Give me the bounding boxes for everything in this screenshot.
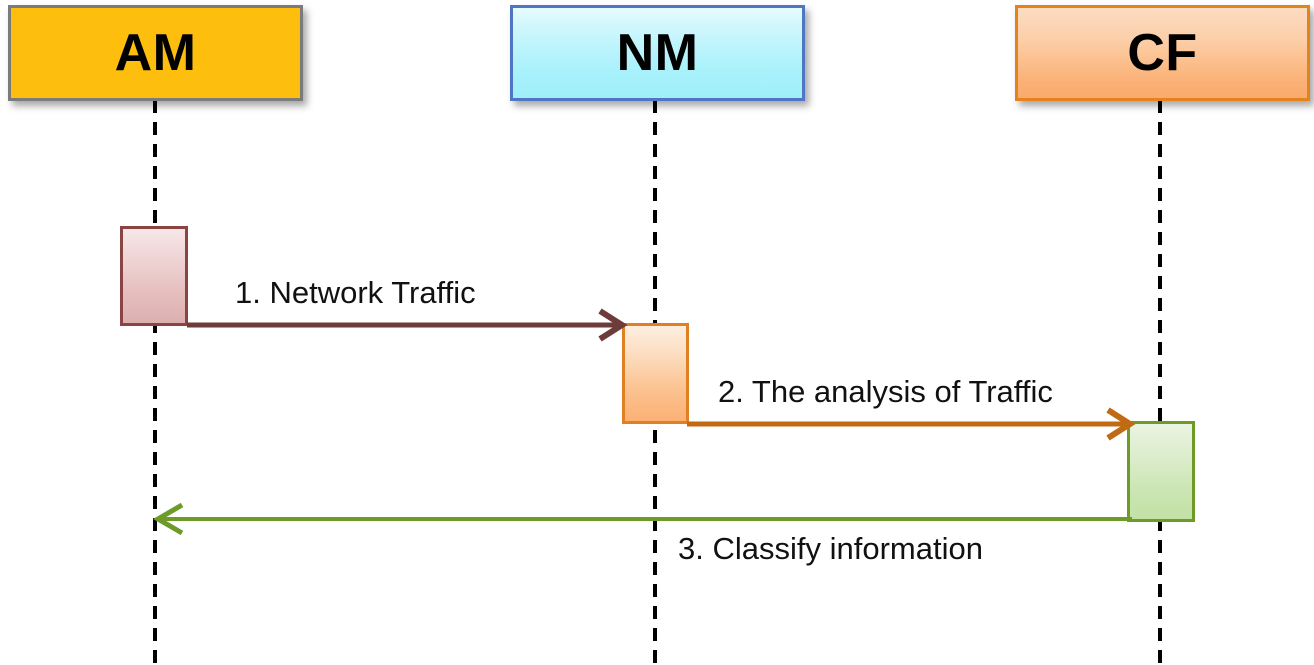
message-1-arrow <box>187 308 628 342</box>
participant-am[interactable]: AM <box>8 5 303 101</box>
message-1-label: 1. Network Traffic <box>235 275 476 310</box>
participant-cf[interactable]: CF <box>1015 5 1310 101</box>
lifeline-cf <box>1158 100 1162 665</box>
activation-bar-am <box>120 226 188 326</box>
message-2-label: 2. The analysis of Traffic <box>718 374 1053 409</box>
message-2-arrow <box>687 407 1136 441</box>
participant-am-label: AM <box>114 24 197 82</box>
activation-bar-nm <box>622 323 689 424</box>
participant-nm[interactable]: NM <box>510 5 805 101</box>
message-3-label: 3. Classify information <box>678 531 983 566</box>
message-3-arrow <box>153 502 1132 536</box>
participant-nm-label: NM <box>616 24 699 82</box>
activation-bar-cf <box>1127 421 1195 522</box>
lifeline-am <box>153 100 157 665</box>
participant-cf-label: CF <box>1127 24 1198 82</box>
